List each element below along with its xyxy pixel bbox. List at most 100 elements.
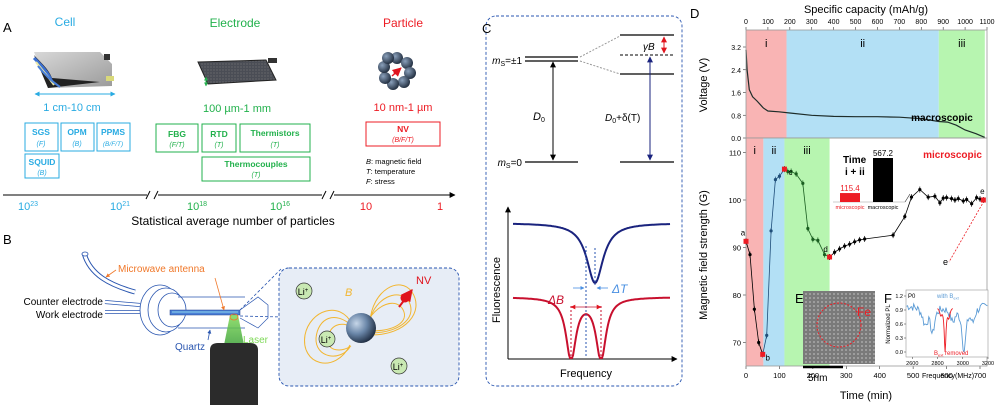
with-bext-label: with Bext: [936, 294, 960, 301]
panel-label-c: C: [482, 21, 491, 36]
method-params: (T): [215, 142, 224, 149]
tick-1e16: 1016: [270, 201, 290, 213]
method-params: (F/T): [169, 142, 184, 149]
time-tick-label: 100: [773, 371, 786, 380]
pl-field-removed-curve: [937, 308, 953, 353]
bar-microscopic: [840, 193, 860, 202]
marked-point-b: [760, 351, 766, 357]
field-tick-label: 90: [733, 244, 741, 253]
macroscopic-annotation: macroscopic: [911, 113, 973, 124]
odmr-spectrum: Fluorescence Frequency ΔT ΔB: [491, 206, 678, 380]
svg-text:Li+: Li+: [298, 287, 309, 297]
data-point: [970, 202, 974, 206]
field-region-i: [746, 138, 764, 366]
pl-tick-label: 0.3: [895, 336, 903, 342]
voltage-tick-label: 0.0: [731, 136, 741, 143]
series-line-stage-iii: [784, 168, 830, 258]
method-box-thermistors: Thermistors (T): [239, 123, 311, 153]
field-region-label: ii: [771, 145, 776, 157]
nv-spin-icon: [398, 289, 413, 308]
data-point: [918, 187, 922, 192]
data-point: [801, 181, 805, 185]
pl-tick-label: 0.0: [895, 350, 903, 356]
time-tick-label: 700: [974, 371, 987, 380]
legend-t: T: temperature: [366, 167, 415, 176]
capacity-tick-label: 600: [872, 19, 884, 26]
data-point: [811, 237, 815, 242]
data-point: [757, 340, 761, 345]
data-point: [848, 242, 852, 246]
time-tick-label: 0: [744, 371, 748, 380]
method-params: (B): [72, 141, 81, 148]
capacity-tick-label: 300: [806, 19, 818, 26]
field-axis-label: Magnetic field strength (G): [698, 190, 710, 320]
point-e-label-inset: e: [943, 257, 948, 267]
field-tick-label: 70: [733, 339, 741, 348]
nv-label: NV: [416, 275, 432, 287]
particle-title: Particle: [383, 16, 423, 30]
capacity-tick-label: 1100: [979, 19, 994, 26]
parameter-legend: B: magnetic field T: temperature F: stre…: [366, 157, 421, 186]
field-tick-label: 100: [728, 196, 741, 205]
work-electrode-label: Work electrode: [36, 310, 104, 321]
time-tick-label: 400: [873, 371, 886, 380]
method-name: Thermistors: [250, 128, 299, 138]
tick-1: 1: [437, 201, 443, 213]
data-point: [777, 174, 782, 178]
voltage-tick-label: 2.4: [731, 68, 741, 75]
method-box-rtd: RTD (T): [201, 123, 237, 153]
data-point: [816, 238, 820, 242]
panel-label-b: B: [3, 232, 12, 247]
li-ion-icon: Li+: [390, 357, 408, 375]
delta-b-label: ΔB: [547, 293, 564, 307]
nv-particle-illustration: [378, 52, 416, 90]
data-point: [949, 196, 954, 201]
data-point: [961, 199, 965, 203]
field-region-label: iii: [803, 145, 810, 157]
axis-label: Statistical average number of particles: [131, 214, 334, 228]
cell-title: Cell: [55, 15, 76, 29]
tick-1e23: 1023: [18, 201, 38, 213]
marked-point-label: d: [823, 245, 827, 254]
d0-delta-t-label: D0+δ(T): [605, 113, 640, 125]
pl-freq-tick-label: 3000: [957, 361, 969, 367]
capacity-axis-title: Specific capacity (mAh/g): [804, 4, 928, 16]
p0-label: P0: [908, 294, 916, 300]
method-name: RTD: [210, 129, 227, 139]
electrode-title: Electrode: [210, 16, 261, 30]
bar-label-microscopic: microscopic: [835, 205, 864, 211]
panel-label-e: E: [795, 291, 804, 306]
gamma-b-label: γB: [643, 42, 655, 53]
time-tick-label: 300: [840, 371, 853, 380]
data-point: [926, 195, 930, 199]
method-name: Thermocouples: [224, 159, 288, 169]
electrode-size: 100 µm-1 mm: [203, 103, 271, 115]
li-ion-icon: Li+: [318, 330, 336, 348]
bar-macroscopic: [873, 158, 893, 202]
voltage-tick-label: 1.6: [731, 91, 741, 98]
data-point: [765, 333, 769, 337]
ms-zero-label: mS=0: [498, 158, 523, 170]
tick-1e21: 1021: [110, 201, 130, 213]
voltage-axis-ticks: 0.00.81.62.43.2: [731, 45, 746, 143]
data-point: [965, 197, 969, 202]
field-tick-label: 110: [729, 149, 741, 158]
marked-point-label: b: [765, 353, 770, 362]
tick-1e18: 1018: [187, 201, 207, 213]
data-point: [903, 215, 907, 219]
voltage-curve: [745, 49, 986, 138]
field-region-ii: [763, 138, 785, 366]
data-point: [975, 196, 979, 200]
method-box-fbg: FBG (F/T): [155, 123, 199, 153]
method-params: (B/F/T): [392, 137, 414, 144]
marked-point-c: [781, 166, 787, 172]
data-point: [843, 244, 847, 248]
hrtem-image: [803, 291, 875, 364]
voltage-region-ii: [786, 30, 939, 138]
capacity-tick-label: 0: [744, 19, 748, 26]
method-box-squid: SQUID (B): [24, 153, 60, 179]
voltage-region-label: iii: [958, 38, 965, 50]
